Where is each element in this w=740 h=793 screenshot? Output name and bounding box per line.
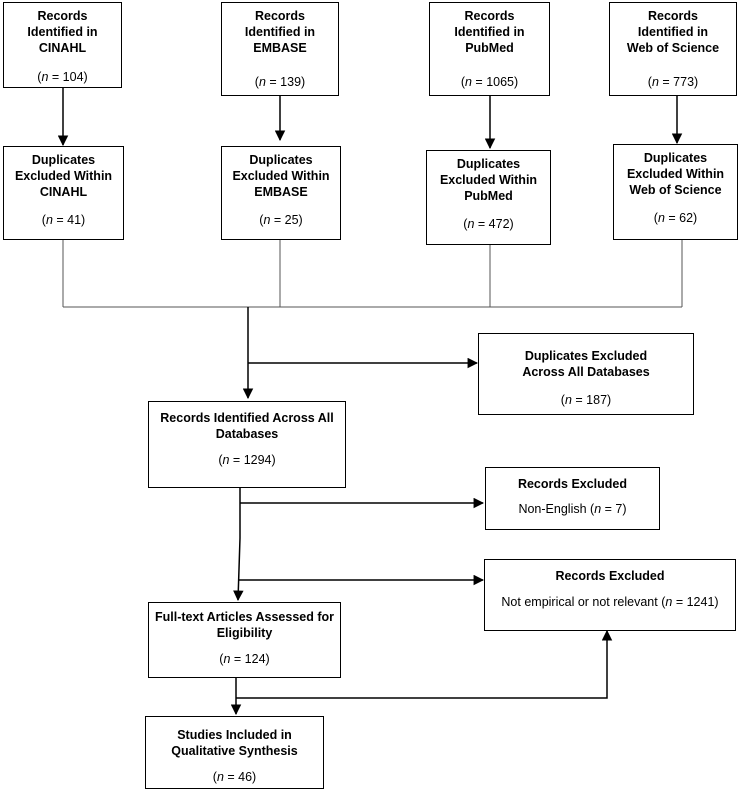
box-detail: Non-English	[518, 502, 587, 516]
box-records-cinahl: Records Identified in CINAHL (n = 104)	[3, 2, 122, 88]
box-count: 1241	[686, 595, 715, 609]
box-count: 46	[238, 770, 253, 784]
box-title: Studies Included in Qualitative Synthesi…	[171, 728, 298, 758]
box-excluded-language: Records Excluded Non-English (n = 7)	[485, 467, 660, 530]
merge-lines	[62, 240, 683, 308]
box-title: Records Identified in EMBASE	[244, 9, 316, 55]
box-title: Duplicates Excluded Across All Databases	[522, 349, 650, 379]
box-records-wos: Records Identified in Web of Science (n …	[609, 2, 737, 96]
arrow-fulltext-to-excl-emp	[236, 629, 613, 699]
box-count: 41	[67, 213, 82, 227]
box-count: 187	[586, 393, 608, 407]
box-title: Duplicates Excluded Within Web of Scienc…	[626, 151, 725, 197]
box-full-text: Full-text Articles Assessed for Eligibil…	[148, 602, 341, 678]
box-title: Full-text Articles Assessed for Eligibil…	[155, 610, 334, 640]
box-duplicates-cinahl: Duplicates Excluded Within CINAHL (n = 4…	[3, 146, 124, 240]
box-title: Duplicates Excluded Within PubMed	[439, 157, 538, 203]
box-title: Records Identified in CINAHL	[27, 9, 98, 55]
box-title: Records Identified Across All Databases	[160, 411, 334, 441]
box-title: Records Excluded	[517, 477, 628, 491]
box-duplicates-embase: Duplicates Excluded Within EMBASE (n = 2…	[221, 146, 341, 240]
box-count: 104	[62, 70, 84, 84]
box-records-all: Records Identified Across All Databases …	[148, 401, 346, 488]
box-count: 139	[280, 75, 302, 89]
box-excluded-empirical: Records Excluded Not empirical or not re…	[484, 559, 736, 631]
box-duplicates-wos: Duplicates Excluded Within Web of Scienc…	[613, 144, 738, 240]
box-detail: Not empirical or not relevant	[501, 595, 658, 609]
arrow-to-fulltext	[233, 488, 244, 602]
box-count: 25	[284, 213, 299, 227]
box-duplicates-pubmed: Duplicates Excluded Within PubMed (n = 4…	[426, 150, 551, 245]
box-title: Records Identified in Web of Science	[626, 9, 720, 55]
box-title: Duplicates Excluded Within EMBASE	[232, 153, 330, 199]
box-count: 62	[679, 211, 694, 225]
box-count: 124	[244, 652, 266, 666]
box-count: 472	[488, 217, 510, 231]
box-count: 773	[673, 75, 695, 89]
box-studies-included: Studies Included in Qualitative Synthesi…	[145, 716, 324, 789]
box-count: 1294	[243, 453, 272, 467]
box-count: 7	[615, 502, 623, 516]
box-title: Records Excluded	[555, 569, 665, 583]
box-records-embase: Records Identified in EMBASE (n = 139)	[221, 2, 339, 96]
box-title: Duplicates Excluded Within CINAHL	[14, 153, 113, 199]
box-count: 1065	[486, 75, 514, 89]
box-records-pubmed: Records Identified in PubMed (n = 1065)	[429, 2, 550, 96]
box-title: Records Identified in PubMed	[454, 9, 525, 55]
box-duplicates-all: Duplicates Excluded Across All Databases…	[478, 333, 694, 415]
